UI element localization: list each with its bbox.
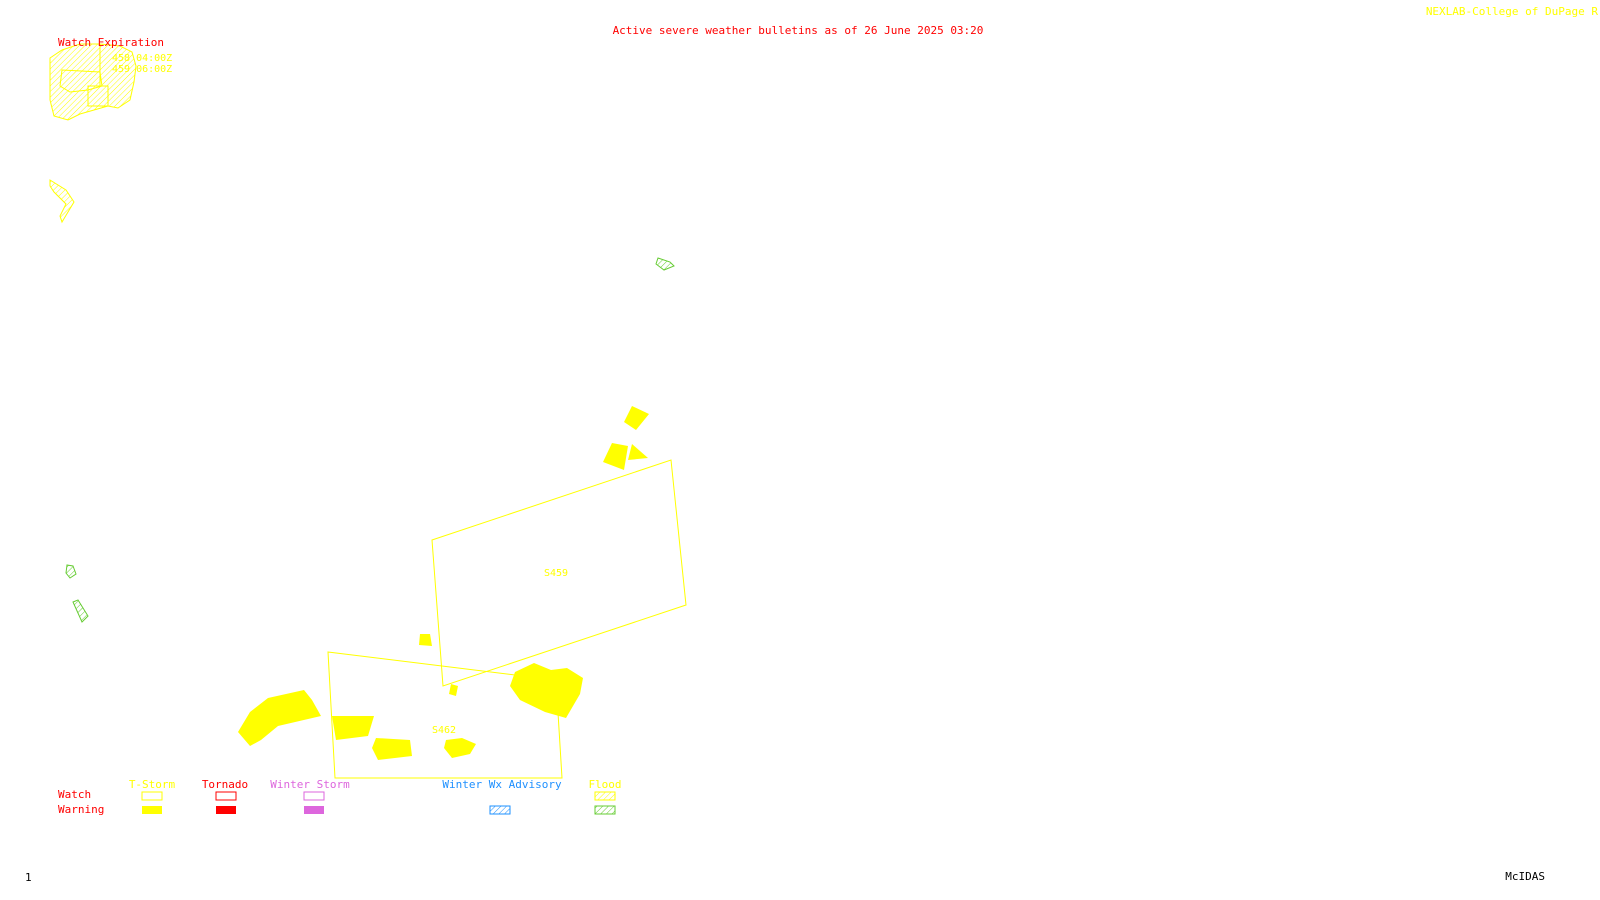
legend-row-warning: Warning: [58, 803, 104, 816]
watch-box-label-s459: S459: [544, 568, 568, 579]
flood-warning-area: [655, 257, 675, 271]
legend-swatch-flood-warning: [594, 805, 616, 815]
tstorm-warning-area: [332, 716, 374, 740]
watch-expiration-entry: 459 06:00Z: [112, 64, 172, 75]
legend-swatch-winter-storm-watch: [303, 791, 325, 801]
legend-swatch-tstorm-watch: [141, 791, 163, 801]
watch-expiration-inset: Watch Expiration 458 04:00Z 459 06:00Z: [49, 36, 172, 121]
watch-expiration-label: Watch Expiration: [58, 36, 164, 49]
watch-458-inset-area: [49, 43, 137, 121]
tstorm-warning-area: [419, 634, 432, 646]
legend-label-flood: Flood: [588, 778, 621, 791]
bulletin-title: Active severe weather bulletins as of 26…: [613, 24, 984, 37]
tstorm-warning-area: [449, 684, 458, 696]
legend-row-watch: Watch: [58, 788, 91, 801]
tstorm-warning-area: [624, 406, 649, 430]
legend: Watch Warning T-Storm Tornado Winter Sto…: [58, 778, 622, 816]
flood-warning-area: [65, 564, 77, 579]
tstorm-warning-area: [444, 738, 476, 758]
legend-swatch-tstorm-warning: [142, 806, 162, 814]
legend-label-winter-storm: Winter Storm: [270, 778, 350, 791]
legend-label-winter-advisory: Winter Wx Advisory: [442, 778, 562, 791]
watch-box-s462: [327, 651, 563, 779]
legend-swatch-winter-advisory: [489, 805, 511, 815]
flood-warning-area: [72, 599, 89, 623]
source-credit: NEXLAB-College of DuPage R: [1426, 5, 1599, 18]
county-outline: [87, 85, 109, 107]
tstorm-warning-area: [238, 690, 321, 746]
tstorm-warning-area: [628, 444, 648, 460]
watch-box-label-s462: S462: [432, 725, 456, 736]
coastal-flood-area: [49, 179, 75, 224]
software-label: McIDAS: [1505, 870, 1545, 883]
watch-box-s459: [431, 459, 687, 687]
legend-swatch-tornado-warning: [216, 806, 236, 814]
legend-swatch-winter-storm-warning: [304, 806, 324, 814]
legend-swatch-flood-watch: [594, 791, 616, 801]
watch-expiration-entry: 458 04:00Z: [112, 53, 172, 64]
legend-label-tstorm: T-Storm: [129, 778, 176, 791]
legend-swatch-tornado-watch: [215, 791, 237, 801]
tstorm-warning-area: [603, 443, 628, 470]
frame-number: 1: [25, 871, 32, 884]
tstorm-warning-area: [510, 663, 583, 718]
tstorm-warning-area: [372, 738, 412, 760]
legend-label-tornado: Tornado: [202, 778, 248, 791]
